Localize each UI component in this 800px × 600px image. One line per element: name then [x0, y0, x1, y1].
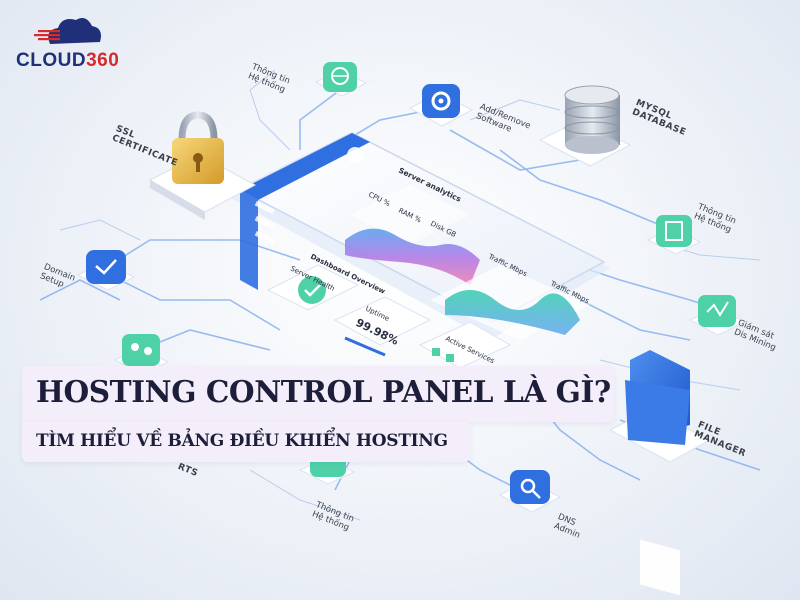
- search-icon: [498, 470, 562, 513]
- monitoring-icon: [688, 295, 747, 336]
- brand-logo: CLOUD360: [14, 22, 134, 72]
- dashboard-panel: [225, 132, 610, 369]
- page-title: HOSTING CONTROL PANEL LÀ GÌ?: [36, 374, 611, 409]
- logo-cloud-icon: [34, 18, 101, 44]
- brand-wordmark: CLOUD360: [16, 50, 119, 72]
- database-icon: [538, 85, 632, 167]
- brand-part2: 360: [86, 50, 120, 71]
- title-banner: HOSTING CONTROL PANEL LÀ GÌ?: [22, 366, 614, 422]
- subtitle-banner: TÌM HIỂU VỀ BẢNG ĐIỀU KHIỂN HOSTING: [22, 422, 470, 462]
- ssl-lock-icon: [148, 111, 257, 220]
- network-icon: [314, 62, 368, 97]
- gear-icon: [408, 84, 474, 127]
- domain-icon: [76, 250, 136, 291]
- document-icon: [646, 215, 702, 255]
- brand-part1: CLOUD: [16, 50, 87, 71]
- folder-icon: [608, 350, 712, 596]
- page-subtitle: TÌM HIỂU VỀ BẢNG ĐIỀU KHIỂN HOSTING: [36, 431, 448, 451]
